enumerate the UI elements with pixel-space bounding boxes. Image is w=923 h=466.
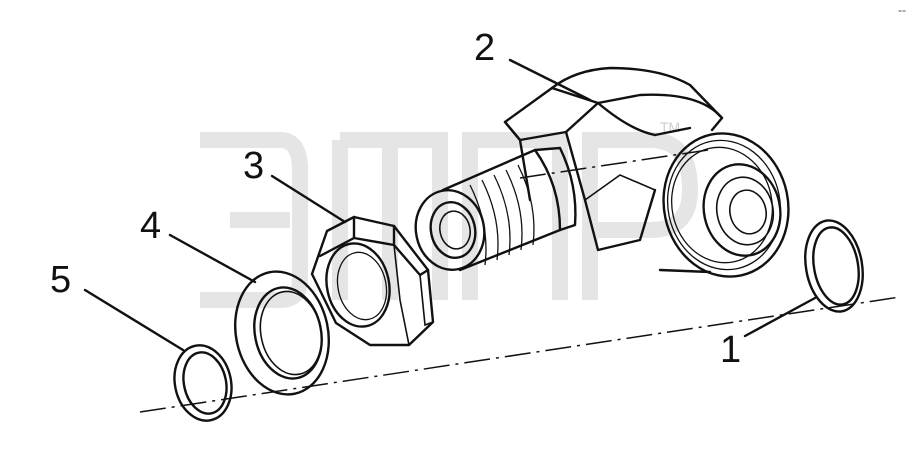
leader-2 (508, 58, 592, 102)
part-hex-nut-3 (310, 215, 435, 347)
corner-mark: -- (898, 3, 906, 17)
part-ring-5 (173, 344, 233, 422)
callout-labels: 1 2 3 4 5 (50, 27, 741, 371)
part-washer-4 (233, 270, 331, 396)
callout-4: 4 (140, 205, 161, 247)
leader-1 (743, 296, 817, 338)
callout-3: 3 (243, 145, 264, 187)
elbow-axis (519, 149, 709, 179)
leader-5 (83, 288, 185, 352)
callout-5: 5 (50, 259, 71, 301)
leader-3 (270, 174, 347, 224)
callout-2: 2 (474, 27, 495, 69)
part-ring-1 (804, 219, 864, 313)
callout-1: 1 (720, 329, 741, 371)
assembly-axis (139, 296, 901, 413)
part-elbow-2 (414, 66, 790, 278)
leader-lines (83, 58, 817, 352)
leader-4 (168, 233, 257, 284)
